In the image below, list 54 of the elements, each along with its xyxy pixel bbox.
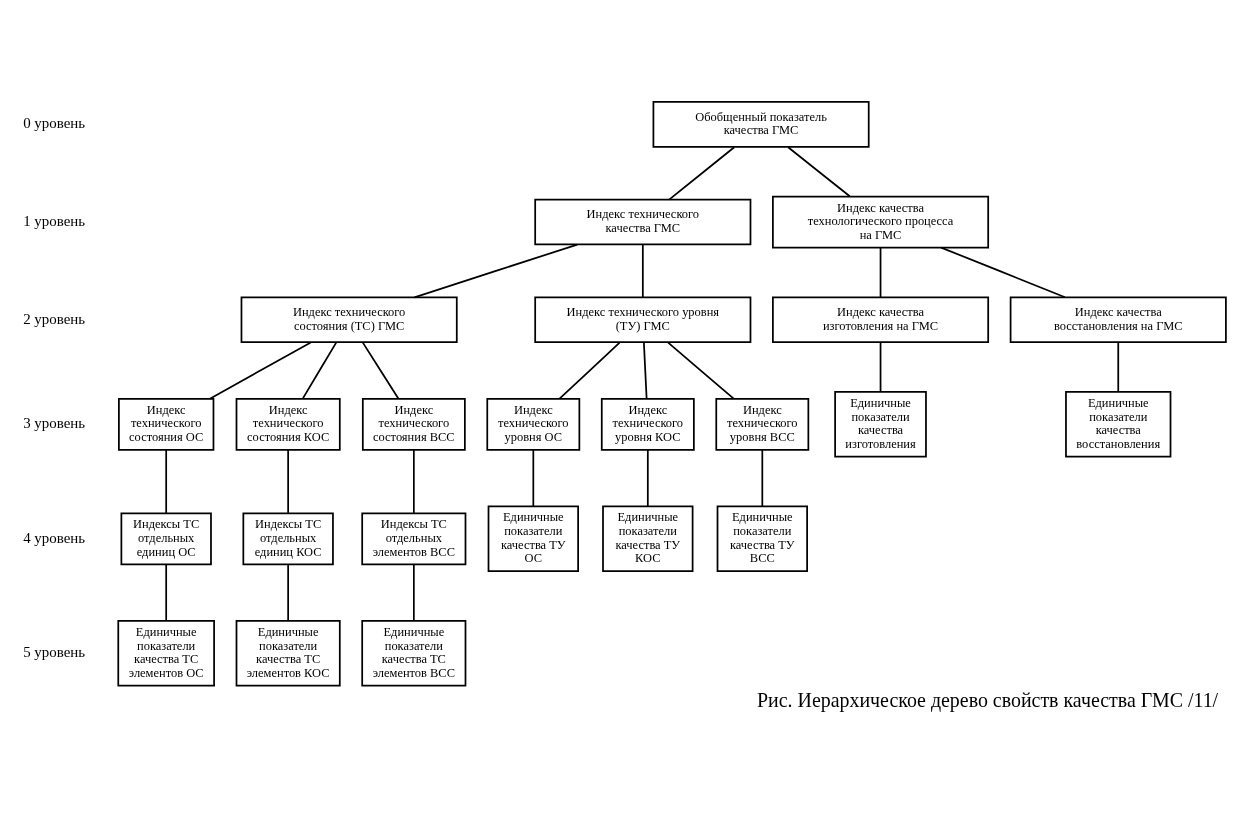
node-box: Единичные показатели качества ТУ КОС	[602, 505, 694, 573]
connector	[362, 341, 400, 400]
connector	[940, 246, 1066, 299]
connector	[668, 146, 736, 201]
label: 2 уровень	[23, 310, 86, 327]
node-box: Индекс технического состояния (ТС) ГМС	[240, 296, 458, 344]
connector	[879, 246, 882, 299]
node-box: Индексы ТС отдельных единиц ОС	[120, 512, 212, 566]
caption: Рис. Иерархическое дерево свойств качества ГМС /11/	[757, 688, 1219, 711]
node-box: Индекс технического уровня КОС	[600, 397, 695, 451]
label: 0 уровень	[23, 115, 86, 132]
connector	[301, 341, 338, 400]
label: 1 уровень	[23, 212, 86, 229]
connector	[558, 341, 621, 400]
connector	[641, 244, 644, 299]
node-box: Индекс технического состояния ОС	[118, 397, 215, 451]
node-box: Индекс технического уровня ОС	[486, 397, 581, 451]
connector	[209, 341, 312, 400]
node-box: Единичные показатели качества ТС элементов КОС	[235, 620, 341, 687]
connector	[1117, 341, 1120, 393]
connector	[287, 449, 289, 514]
connector	[532, 449, 535, 507]
node-box: Индексы ТС отдельных элементов ВСС	[361, 512, 467, 566]
connector	[761, 449, 764, 507]
label: 4 уровень	[23, 529, 86, 546]
connector	[287, 563, 289, 622]
node-box: Индекс технического уровня ВСС	[715, 397, 810, 451]
node-box: Индекс качества восстановления на ГМС	[1009, 296, 1227, 344]
node-box: Индекс технического уровня (ТУ) ГМС	[534, 296, 752, 344]
connector	[643, 341, 648, 400]
connector	[787, 146, 851, 198]
node-box: Обобщенный показатель качества ГМС	[652, 101, 870, 148]
connector	[646, 449, 649, 507]
node-box: Индекс технического качества ГМС	[534, 198, 752, 246]
connector	[879, 341, 882, 393]
connector	[412, 449, 415, 514]
connector	[667, 341, 735, 400]
node-box: Единичные показатели качества изготовления	[834, 391, 927, 458]
node-box: Индекс технического состояния КОС	[235, 397, 341, 451]
connector	[165, 449, 168, 514]
node-box: Единичные показатели качества ТС элементов ВСС	[361, 620, 467, 687]
node-box: Индекс качества технологического процесса на ГМС	[772, 195, 990, 249]
node-box: Единичные показатели качества ТС элементов ОС	[117, 620, 215, 687]
connector	[412, 563, 415, 622]
node-box: Единичные показатели качества ТУ ВСС	[716, 505, 808, 573]
node-box: Индекс качества изготовления на ГМС	[772, 296, 990, 344]
label: 5 уровень	[23, 644, 86, 661]
connector	[413, 243, 579, 299]
label: 3 уровень	[23, 415, 86, 432]
connector	[165, 563, 168, 622]
node-box: Единичные показатели качества восстановления	[1065, 391, 1172, 458]
node-box: Индексы ТС отдельных единиц КОС	[242, 512, 334, 566]
node-box: Единичные показатели качества ТУ ОС	[487, 505, 579, 573]
node-box: Индекс технического состояния ВСС	[361, 397, 466, 451]
